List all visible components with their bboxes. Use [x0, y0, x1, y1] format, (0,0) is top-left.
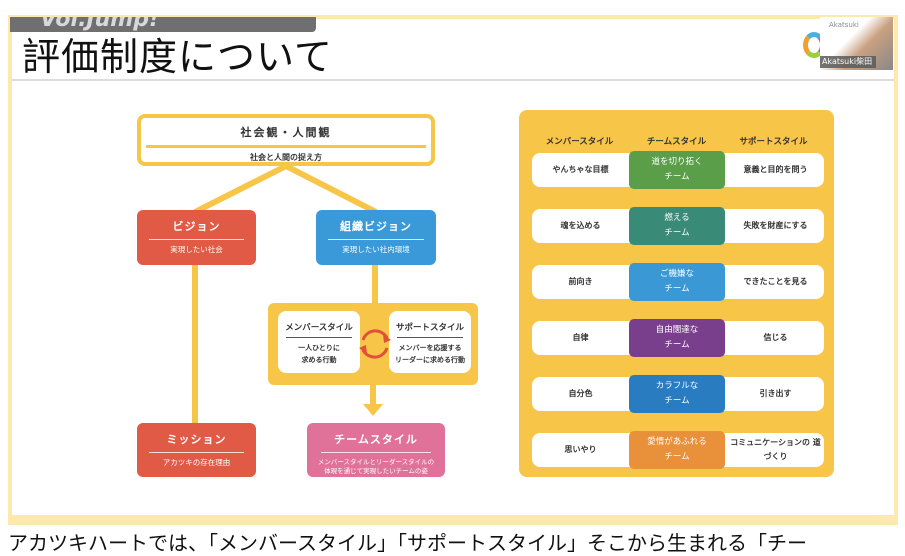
support-style-cell: できたことを見る — [743, 277, 808, 286]
down-arrow-icon — [363, 404, 383, 416]
table-row: 思いやり 愛情があふれるチーム コミュニケーションの 道づくり — [532, 431, 824, 469]
support-style-sub: メンバーを応援する — [398, 344, 462, 352]
team-style-name: カラフルな — [655, 381, 699, 391]
table-row: 自分色 カラフルなチーム 引き出す — [532, 375, 824, 413]
team-style-sub: 体現を通じて実現したいチームの姿 — [324, 467, 428, 475]
col-header-support: サポートスタイル — [739, 137, 808, 147]
caption-text: アカツキハートでは、「メンバースタイル」「サポートスタイル」そこから生まれる「チ… — [8, 531, 807, 555]
table-row: 前向き ご機嫌なチーム できたことを見る — [532, 263, 824, 301]
mission-box: ミッション アカツキの存在理由 — [137, 423, 256, 477]
member-style-cell: 自律 — [572, 333, 589, 342]
member-style-cell: 思いやり — [564, 445, 597, 454]
member-style-title: メンバースタイル — [285, 323, 353, 333]
diagram-connectors — [192, 163, 383, 424]
team-style-cell: 道を切り拓くチーム — [629, 151, 725, 189]
mission-title: ミッション — [166, 433, 227, 446]
team-style-name: 愛情があふれる — [647, 437, 707, 447]
team-style-cell: 自由闊達なチーム — [629, 319, 725, 357]
support-style-cell: 信じる — [763, 333, 788, 342]
support-style-box: サポートスタイル メンバーを応援する リーダーに求める行動 — [389, 311, 471, 373]
team-style-cell: 燃えるチーム — [629, 207, 725, 245]
table-row: 魂を込める 燃えるチーム 失敗を財産にする — [532, 207, 824, 245]
video-brand: Akatsuki — [829, 21, 859, 29]
divider — [148, 452, 245, 453]
team-style-name: 燃える — [664, 213, 690, 223]
vision-title: ビジョン — [172, 220, 221, 233]
worldview-title: 社会観・人間観 — [240, 126, 332, 139]
mission-sub: アカツキの存在理由 — [162, 458, 231, 467]
team-style-name: 自由闊達な — [655, 325, 699, 335]
slide-title: 評価制度について — [22, 35, 333, 79]
team-style-suffix: チーム — [664, 228, 690, 238]
team-style-suffix: チーム — [664, 396, 690, 406]
support-style-sub: リーダーに求める行動 — [395, 356, 465, 364]
worldview-box: 社会観・人間観 社会と人間の捉え方 — [137, 114, 435, 166]
team-style-suffix: チーム — [664, 172, 690, 182]
org-vision-box: 組織ビジョン 実現したい社内環境 — [316, 210, 436, 265]
video-title-overlay: Vol.Jump! — [10, 17, 316, 32]
org-vision-title: 組織ビジョン — [340, 220, 412, 233]
team-style-sub: メンバースタイルとリーダースタイルの — [317, 458, 435, 466]
support-style-cell: 意義と目的を問う — [743, 165, 808, 174]
member-style-cell: やんちゃな目標 — [552, 165, 609, 174]
team-style-name: 道を切り拓く — [651, 157, 703, 167]
team-style-box: チームスタイル メンバースタイルとリーダースタイルの 体現を通じて実現したいチー… — [307, 423, 445, 477]
speaker-name: Akatsuki柴田 — [820, 56, 876, 68]
col-header-member: メンバースタイル — [545, 137, 614, 147]
org-vision-sub: 実現したい社内環境 — [342, 245, 410, 254]
cycle-arrows-icon — [359, 329, 391, 359]
table-row: 自律 自由闊達なチーム 信じる — [532, 319, 824, 357]
team-style-cell: カラフルなチーム — [629, 375, 725, 413]
member-style-cell: 魂を込める — [560, 221, 601, 230]
support-style-cell: コミュニケーションの 道づくり — [730, 438, 821, 461]
divider — [146, 145, 426, 148]
col-header-team: チームスタイル — [646, 137, 707, 147]
team-style-suffix: チーム — [664, 284, 690, 294]
divider — [148, 239, 245, 240]
title-divider — [12, 79, 894, 81]
team-style-name: ご機嫌な — [659, 269, 694, 279]
member-style-box: メンバースタイル 一人ひとりに 求める行動 — [278, 311, 360, 373]
team-style-title: チームスタイル — [334, 433, 418, 446]
vision-sub: 実現したい社会 — [170, 245, 223, 254]
vision-box: ビジョン 実現したい社会 — [137, 210, 256, 265]
divider — [397, 337, 463, 338]
divider — [320, 452, 432, 453]
support-style-cell: 失敗を財産にする — [743, 221, 808, 230]
team-style-suffix: チーム — [664, 340, 690, 350]
member-style-cell: 前向き — [568, 277, 593, 286]
member-style-sub: 一人ひとりに — [298, 344, 340, 352]
divider — [286, 337, 352, 338]
member-style-cell: 自分色 — [568, 389, 593, 398]
support-style-title: サポートスタイル — [395, 323, 464, 333]
divider — [328, 239, 424, 240]
table-row: やんちゃな目標 道を切り拓くチーム 意義と目的を問う — [532, 151, 824, 189]
support-style-cell: 引き出す — [759, 389, 792, 398]
team-style-cell: 愛情があふれるチーム — [629, 431, 725, 469]
team-style-cell: ご機嫌なチーム — [629, 263, 725, 301]
team-style-suffix: チーム — [664, 452, 690, 462]
member-style-sub: 求める行動 — [301, 356, 337, 364]
worldview-sub: 社会と人間の捉え方 — [250, 153, 322, 162]
